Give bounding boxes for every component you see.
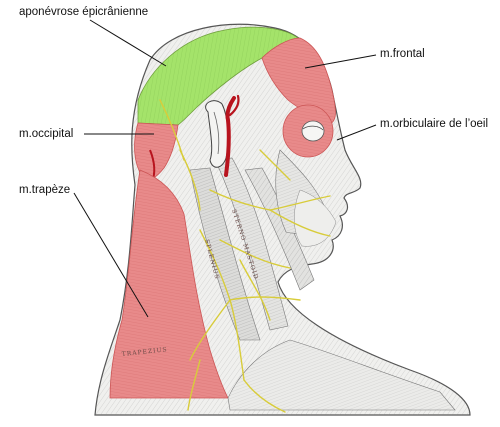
leader-aponevrose [89, 19, 167, 67]
label-occipital: m.occipital [19, 128, 74, 140]
eye [301, 120, 325, 142]
label-frontal: m.frontal [380, 48, 425, 60]
nerve-network [159, 99, 331, 413]
leader-frontal [304, 54, 377, 69]
label-aponevrose: aponévrose épicrânienne [19, 6, 149, 18]
label-trapeze: m.trapèze [19, 184, 71, 196]
leader-lines [73, 19, 377, 318]
leader-orbiculaire [336, 124, 377, 141]
engraved-trapezius: TRAPEZIUS [121, 346, 167, 358]
leader-trapeze [73, 192, 149, 318]
temporal-artery [224, 96, 236, 177]
label-orbiculaire: m.orbiculaire de l’oeil [380, 118, 489, 130]
